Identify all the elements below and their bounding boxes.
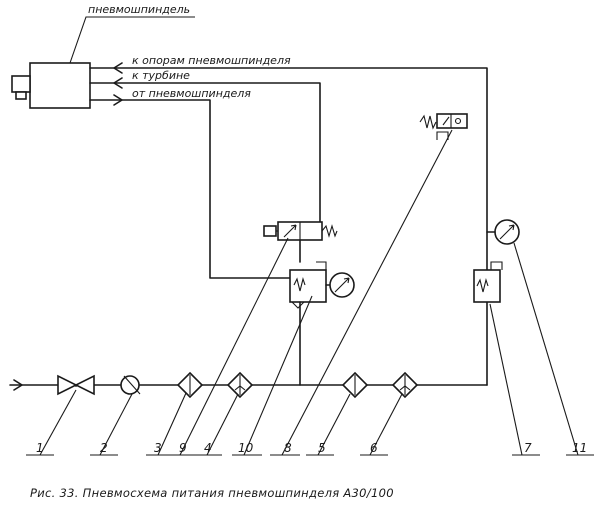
callout-10: 10 [238, 441, 254, 455]
arrow-from-spindle [113, 94, 123, 106]
callout-5: 5 [318, 441, 326, 455]
arrow-bearings [113, 62, 123, 74]
spindle-title: пневмошпиндель [88, 3, 190, 16]
pressure-switch [419, 113, 468, 140]
solenoid-valve [263, 221, 338, 241]
label-to-turbine: к турбине [132, 69, 190, 82]
callout-4: 4 [204, 441, 212, 455]
line-to-turbine [89, 82, 321, 226]
figure-caption: Рис. 33. Пневмосхема питания пневмошпинд… [30, 486, 394, 500]
callout-9: 9 [179, 441, 187, 455]
filter-5 [341, 371, 369, 399]
inlet-arrow [13, 379, 23, 391]
spindle-block [11, 62, 91, 109]
arrow-turbine [113, 77, 123, 89]
label-to-bearings: к опорам пневмошпинделя [132, 54, 291, 67]
label-from-spindle: от пневмошпинделя [132, 87, 251, 100]
callout-11: 11 [572, 441, 587, 455]
pressure-gauge-11 [494, 219, 520, 245]
callout-8: 8 [284, 441, 292, 455]
pressure-regulator-right [473, 261, 503, 303]
filter-6 [391, 371, 419, 399]
pressure-gauge-10 [329, 272, 355, 298]
shutoff-valve-1 [57, 374, 95, 396]
filter-4 [226, 371, 254, 399]
line-from-spindle [89, 99, 291, 279]
pressure-regulator-mid [289, 261, 327, 386]
filter-3 [176, 371, 204, 399]
callout-3: 3 [154, 441, 162, 455]
callout-2: 2 [100, 441, 108, 455]
callout-numbers: 1 2 3 9 4 10 8 5 6 7 11 [36, 441, 587, 455]
callout-7: 7 [524, 441, 532, 455]
check-valve-2 [120, 375, 141, 395]
callout-6: 6 [370, 441, 378, 455]
callout-1: 1 [36, 441, 44, 455]
spindle-title-leader [69, 16, 195, 64]
callout-leaders [39, 129, 579, 456]
